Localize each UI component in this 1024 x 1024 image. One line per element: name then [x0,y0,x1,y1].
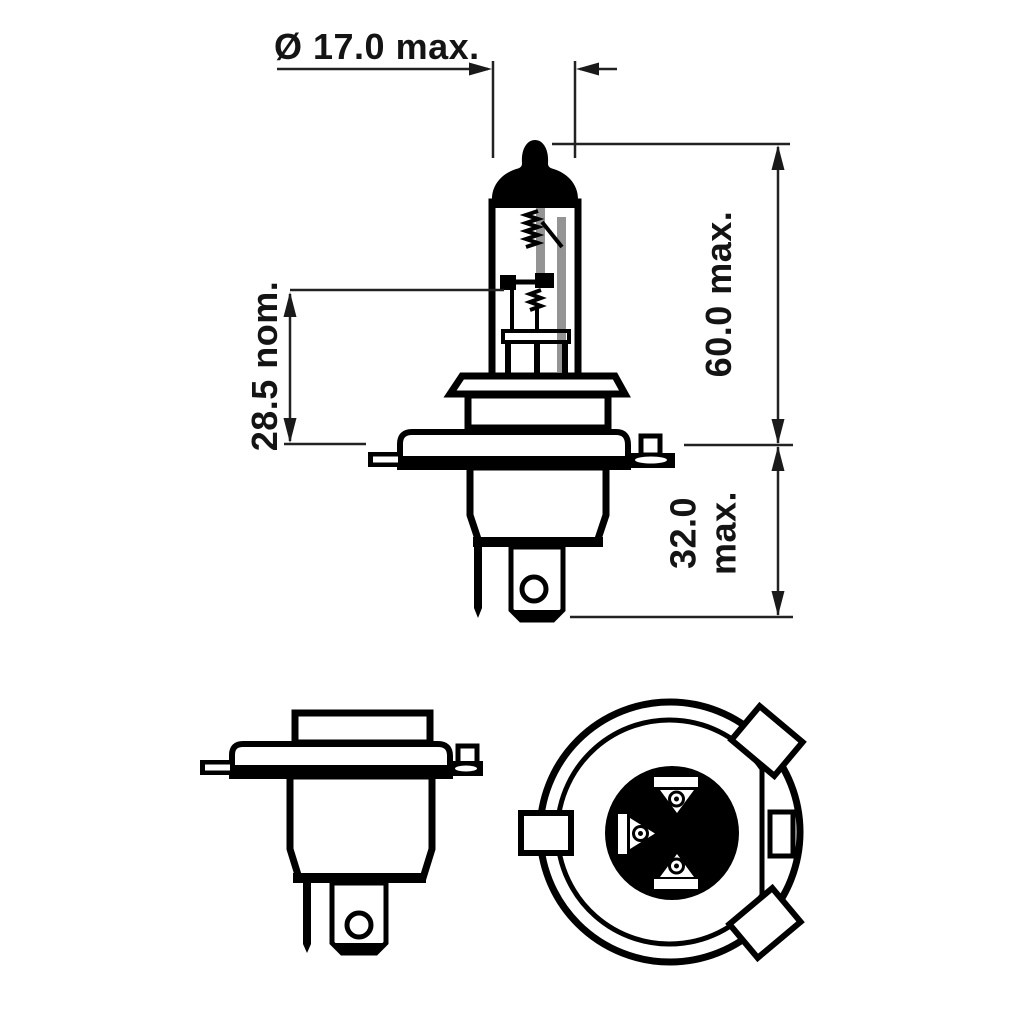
terminal-top [654,777,698,813]
flange-tab-slot [455,765,477,772]
flange-tab-slot [635,456,667,464]
dimension-label-diameter: Ø 17.0 max. [274,26,480,67]
dimension-label-light-center-length: 28.5 nom. [244,280,285,452]
upper-filament-coil [519,209,545,249]
shield-plate [535,273,554,288]
dimension-label-base-length-qualifier: max. [702,490,743,576]
terminal-blade-edge [511,610,563,622]
flange-tab-top-right [727,701,807,781]
terminal-hole [344,910,374,940]
arrowhead [771,591,785,616]
base-side-view [200,709,483,956]
terminal-left [618,814,655,854]
terminal-bottom [654,854,698,889]
support-wire [540,220,564,249]
flange-seat [398,456,630,467]
electrode-lead [557,217,566,372]
dimension-label-base-length-value: 32.0 [662,496,704,570]
side-pin [474,547,482,618]
arrowhead [771,446,785,471]
base-body [466,463,610,546]
base-body-edge [293,873,426,883]
arrowhead [771,145,785,170]
base-body-edge [473,537,603,547]
arrowhead [283,292,297,317]
side-pin [303,883,311,953]
arrowhead [283,418,297,443]
flange-tab-left [518,810,574,856]
filament-reference-node [500,275,516,290]
flange-tab-slot [373,456,398,463]
flange-lug-right [638,433,663,458]
terminal-blade-edge [332,943,386,955]
flange-tab-slot [205,764,230,771]
flange-seat [230,765,452,776]
arrowhead [576,62,599,76]
arrowhead [469,62,492,76]
terminal-hole [519,574,549,604]
collar-ring [464,391,612,432]
dimension-label-overall-length: 60.0 max. [698,210,739,378]
filament-assembly [500,208,571,378]
lower-filament-coil [524,288,547,312]
black-dome-cap [492,140,578,208]
base-body [286,772,436,882]
bulb-side-view [368,140,675,623]
collar-cone [443,372,631,398]
collar-block [291,709,434,747]
base-bottom-view [518,698,807,966]
arrowhead [771,419,785,444]
dimension-lines [277,61,793,619]
flange-tab-bottom-right [725,883,805,963]
dimension-label-base-length: 32.0 max. [662,490,743,576]
electrode-lead [536,208,545,282]
dimension-arrows [283,62,785,616]
base-socket-face [605,766,739,900]
keying-slot [767,809,796,859]
